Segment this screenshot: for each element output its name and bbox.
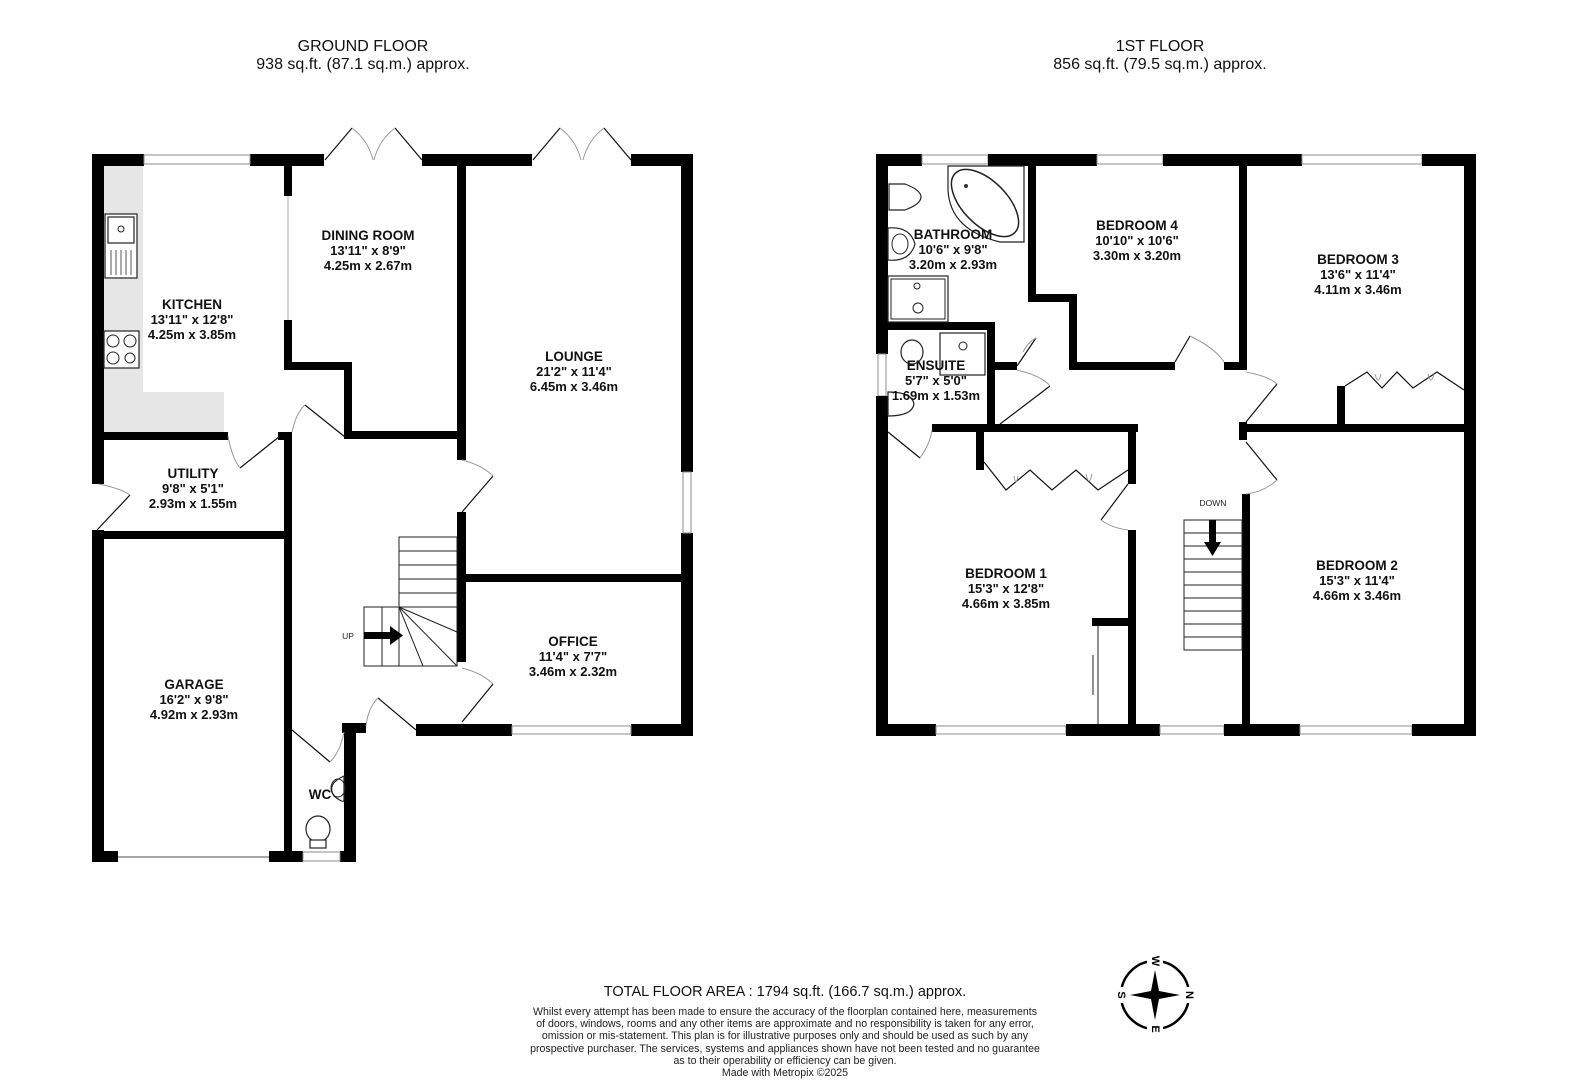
compass-label-right: N <box>1183 991 1195 999</box>
room-kitchen: KITCHEN 13'11" x 12'8" 4.25m x 3.85m <box>147 297 237 342</box>
first-floor-title: 1ST FLOOR <box>1115 38 1205 55</box>
ground-floor-plan <box>92 127 693 862</box>
first-floor-header: 1ST FLOOR 856 sq.ft. (79.5 sq.m.) approx… <box>1010 38 1310 74</box>
room-wc: WC <box>308 787 332 802</box>
ensuite-basin <box>887 391 915 417</box>
room-utility: UTILITY 9'8" x 5'1" 2.93m x 1.55m <box>148 466 238 511</box>
room-bedroom-2: BEDROOM 2 15'3" x 11'4" 4.66m x 3.46m <box>1312 558 1402 603</box>
first-floor-area: 856 sq.ft. (79.5 sq.m.) approx. <box>1053 56 1267 73</box>
stairs-down-label: DOWN <box>1199 498 1227 508</box>
room-ensuite: ENSUITE 5'7" x 5'0" 1.69m x 1.53m <box>891 358 981 403</box>
corner-bath <box>947 165 1025 243</box>
compass-label-bottom: E <box>1149 1025 1161 1032</box>
room-dining-room: DINING ROOM 13'11" x 8'9" 4.25m x 2.67m <box>321 228 415 273</box>
office-window <box>511 725 632 735</box>
dining-french-doors <box>324 127 423 161</box>
ground-floor-header: GROUND FLOOR 938 sq.ft. (87.1 sq.m.) app… <box>213 38 513 74</box>
first-floor-plan <box>876 154 1476 736</box>
ensuite-shower <box>939 332 986 376</box>
kitchen-worktop <box>103 165 143 433</box>
ground-floor-staircase <box>363 536 458 667</box>
lounge-french-doors <box>532 127 632 161</box>
room-bedroom-4: BEDROOM 4 10'10" x 10'6" 3.30m x 3.20m <box>1092 218 1182 263</box>
wc-toilet <box>305 815 331 849</box>
shower-tray <box>887 275 949 323</box>
compass-rose-icon: W N E S <box>1115 955 1195 1035</box>
ensuite-toilet <box>900 339 924 365</box>
landing-window <box>1159 725 1225 735</box>
bathroom-toilet <box>888 183 922 211</box>
room-bedroom-1: BEDROOM 1 15'3" x 12'8" 4.66m x 3.85m <box>961 566 1051 611</box>
room-garage: GARAGE 16'2" x 9'8" 4.92m x 2.93m <box>149 677 239 722</box>
bedroom4-window <box>1096 154 1164 165</box>
ground-floor-title: GROUND FLOOR <box>297 38 429 55</box>
ground-floor-area: 938 sq.ft. (87.1 sq.m.) approx. <box>256 56 470 73</box>
disclaimer: Whilst every attempt has been made to en… <box>530 1006 1040 1080</box>
lounge-side-window <box>682 471 692 534</box>
bedroom2-window <box>1299 725 1413 735</box>
wc-basin <box>330 775 346 802</box>
total-floor-area: TOTAL FLOOR AREA : 1794 sq.ft. (166.7 sq… <box>603 984 967 1000</box>
compass-label-left: S <box>1115 991 1127 998</box>
room-lounge: LOUNGE 21'2" x 11'4" 6.45m x 3.46m <box>529 349 619 394</box>
room-bathroom: BATHROOM 10'6" x 9'8" 3.20m x 2.93m <box>908 227 998 272</box>
bedroom1-window <box>935 725 1067 735</box>
kitchen-sink <box>104 213 138 279</box>
compass-label-top: W <box>1149 956 1161 967</box>
bathroom-basin <box>887 227 916 261</box>
kitchen-window <box>143 154 251 165</box>
wc-window <box>302 851 341 862</box>
stairs-up-label: UP <box>342 631 354 641</box>
room-bedroom-3: BEDROOM 3 13'6" x 11'4" 4.11m x 3.46m <box>1314 252 1402 297</box>
kitchen-hob <box>103 330 140 369</box>
first-floor-staircase <box>1183 519 1243 651</box>
bathroom-window <box>921 154 989 165</box>
bedroom3-window <box>1301 154 1423 165</box>
room-office: OFFICE 11'4" x 7'7" 3.46m x 2.32m <box>528 634 618 679</box>
